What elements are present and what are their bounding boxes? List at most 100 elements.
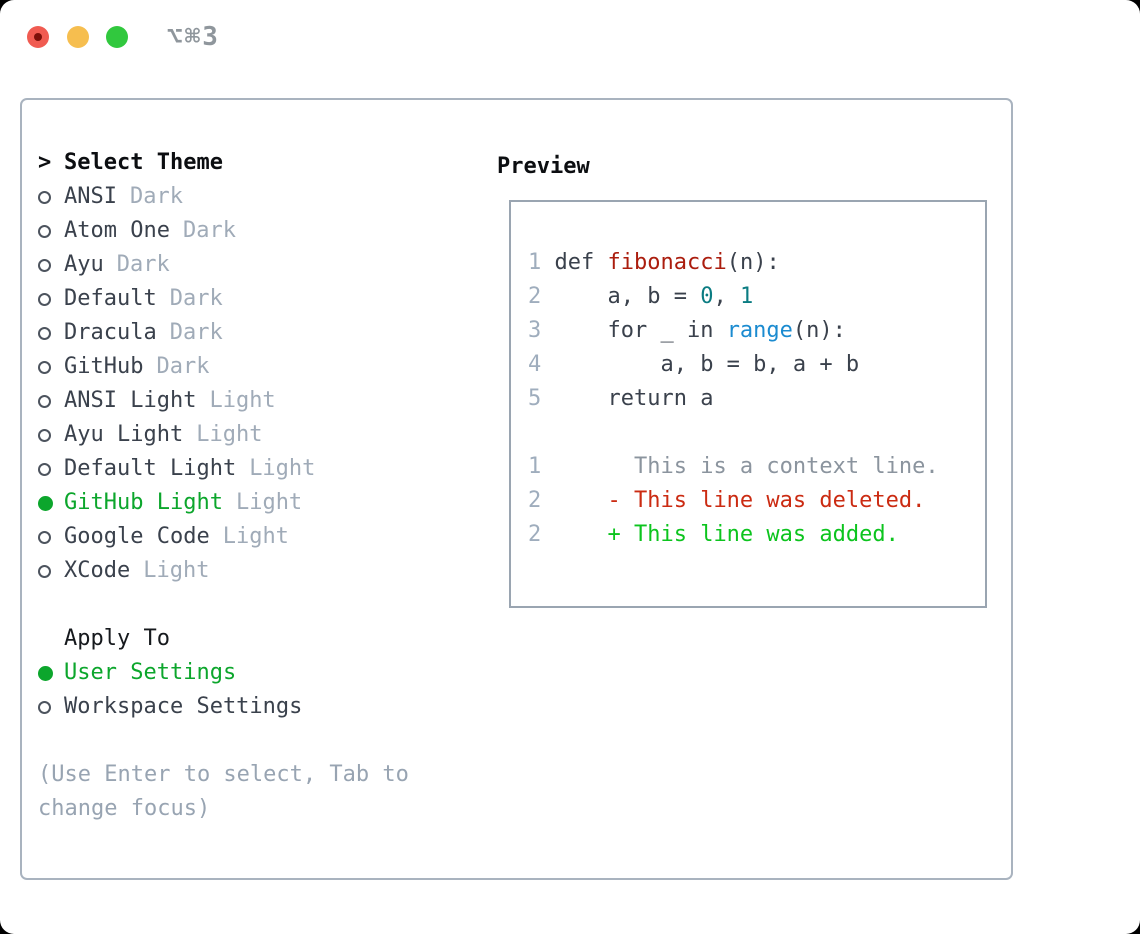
radio-icon: [38, 292, 51, 306]
theme-option[interactable]: GitHub Light Light: [38, 486, 315, 520]
theme-variant: Light: [196, 422, 263, 447]
apply-to-header: Apply To: [64, 626, 170, 651]
theme-variant: Light: [235, 490, 303, 515]
code-token: + This line was added.: [554, 522, 899, 547]
minimize-button[interactable]: [67, 26, 89, 48]
theme-variant: Dark: [169, 320, 223, 345]
radio-icon: [38, 258, 51, 272]
apply-to-header-row: Apply To: [38, 622, 302, 656]
line-number: 2: [528, 284, 555, 309]
theme-name: Atom One: [64, 218, 170, 243]
diff-context-line: 1 This is a context line.: [528, 450, 985, 484]
theme-variant: Light: [222, 524, 289, 549]
radio-icon: [38, 462, 51, 476]
theme-name: GitHub: [64, 354, 144, 379]
theme-option[interactable]: ANSI Dark: [38, 180, 315, 214]
line-number: 5: [528, 386, 555, 411]
apply-to-option[interactable]: User Settings: [38, 656, 302, 690]
line-number: 1: [528, 454, 555, 479]
select-theme-header: Select Theme: [64, 150, 223, 175]
apply-to-label: Workspace Settings: [64, 694, 303, 719]
theme-option[interactable]: Google Code Light: [38, 520, 315, 554]
theme-option[interactable]: Ayu Dark: [38, 248, 315, 282]
radio-icon: [38, 530, 51, 544]
theme-list-header-row: > Select Theme: [38, 146, 315, 180]
theme-option[interactable]: XCode Light: [38, 554, 315, 588]
code-token: a, b = b, a + b: [554, 352, 860, 377]
code-line: 4 a, b = b, a + b: [528, 348, 985, 382]
code-line: 3 for _ in range(n):: [528, 314, 985, 348]
theme-variant: Dark: [129, 184, 183, 209]
line-number: 2: [528, 488, 555, 513]
preview-header: Preview: [497, 154, 590, 179]
code-token: ,: [713, 284, 740, 309]
prompt-icon: >: [38, 150, 52, 175]
code-token: 1: [739, 284, 754, 309]
zoom-button[interactable]: [106, 26, 128, 48]
theme-option[interactable]: Ayu Light Light: [38, 418, 315, 452]
radio-selected-icon: [38, 495, 53, 511]
diff-deleted-line: 2 - This line was deleted.: [528, 484, 985, 518]
theme-name: GitHub Light: [64, 490, 223, 515]
theme-variant: Light: [143, 558, 210, 583]
theme-variant: Dark: [169, 286, 223, 311]
theme-name: XCode: [64, 558, 131, 583]
code-token: for _ in: [554, 318, 727, 343]
code-line: 5 return a: [528, 382, 985, 416]
theme-name: Ayu Light: [64, 422, 184, 447]
radio-selected-icon: [38, 665, 53, 681]
theme-variant: Dark: [156, 354, 210, 379]
theme-name: Default Light: [64, 456, 237, 481]
radio-icon: [38, 428, 51, 442]
theme-option[interactable]: Dracula Dark: [38, 316, 315, 350]
radio-icon: [38, 394, 51, 408]
line-number: 4: [528, 352, 555, 377]
code-token: - This line was deleted.: [554, 488, 926, 513]
apply-to-option[interactable]: Workspace Settings: [38, 690, 302, 724]
code-token: range: [726, 318, 793, 343]
code-token: This is a context line.: [554, 454, 939, 479]
radio-icon: [38, 190, 51, 204]
radio-icon: [38, 564, 51, 578]
radio-icon: [38, 700, 51, 714]
titlebar: ⌥⌘3: [0, 0, 1140, 98]
theme-name: Default: [64, 286, 157, 311]
code-token: (n):: [726, 250, 780, 275]
theme-option[interactable]: ANSI Light Light: [38, 384, 315, 418]
line-number: 1: [528, 250, 555, 275]
theme-variant: Dark: [182, 218, 236, 243]
code-token: 0: [700, 284, 714, 309]
code-token: def: [554, 250, 608, 275]
close-dot-icon: [34, 33, 42, 41]
code-token: a, b =: [554, 284, 701, 309]
radio-icon: [38, 360, 51, 374]
diff-added-line: 2 + This line was added.: [528, 518, 985, 552]
line-number: 2: [528, 522, 555, 547]
theme-name: Dracula: [64, 320, 157, 345]
close-button[interactable]: [27, 26, 49, 48]
help-text: (Use Enter to select, Tab to change focu…: [38, 762, 409, 821]
window-title: ⌥⌘3: [167, 22, 220, 52]
theme-name: Ayu: [64, 252, 104, 277]
code-token: fibonacci: [607, 250, 727, 275]
theme-name: ANSI Light: [64, 388, 197, 413]
code-line: 2 a, b = 0, 1: [528, 280, 985, 314]
code-token: (n):: [792, 318, 846, 343]
theme-option[interactable]: Default Light Light: [38, 452, 315, 486]
theme-option[interactable]: GitHub Dark: [38, 350, 315, 384]
blank-line: [528, 416, 985, 450]
theme-variant: Dark: [116, 252, 170, 277]
line-number: 3: [528, 318, 555, 343]
apply-to-label: User Settings: [64, 660, 237, 685]
theme-variant: Light: [209, 388, 276, 413]
radio-icon: [38, 326, 51, 340]
theme-option[interactable]: Default Dark: [38, 282, 315, 316]
theme-name: ANSI: [64, 184, 117, 209]
theme-variant: Light: [249, 456, 316, 481]
theme-name: Google Code: [64, 524, 210, 549]
theme-option[interactable]: Atom One Dark: [38, 214, 315, 248]
